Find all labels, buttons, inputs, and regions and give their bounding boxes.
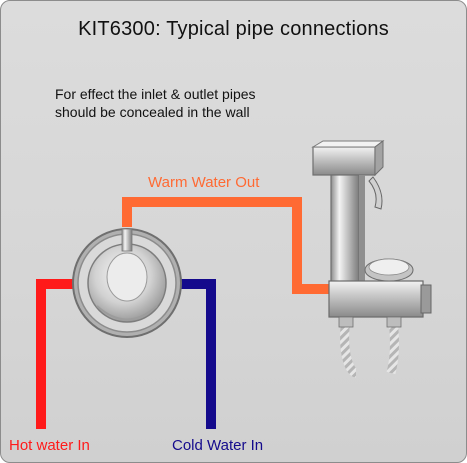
diagram-title: KIT6300: Typical pipe connections: [78, 18, 389, 40]
cold-water-in-label: Cold Water In: [172, 437, 264, 454]
bidet-spray-valve: [311, 140, 432, 378]
hot-water-in-label: Hot water In: [9, 437, 90, 454]
warm-water-out-label: Warm Water Out: [148, 174, 260, 191]
note-line-2: should be concealed in the wall: [55, 104, 250, 120]
note-line-1: For effect the inlet & outlet pipes: [55, 86, 256, 102]
concealment-note: For effect the inlet & outlet pipes shou…: [55, 85, 335, 121]
warm-water-pipe: [122, 197, 335, 294]
mixing-valve: [72, 228, 182, 338]
